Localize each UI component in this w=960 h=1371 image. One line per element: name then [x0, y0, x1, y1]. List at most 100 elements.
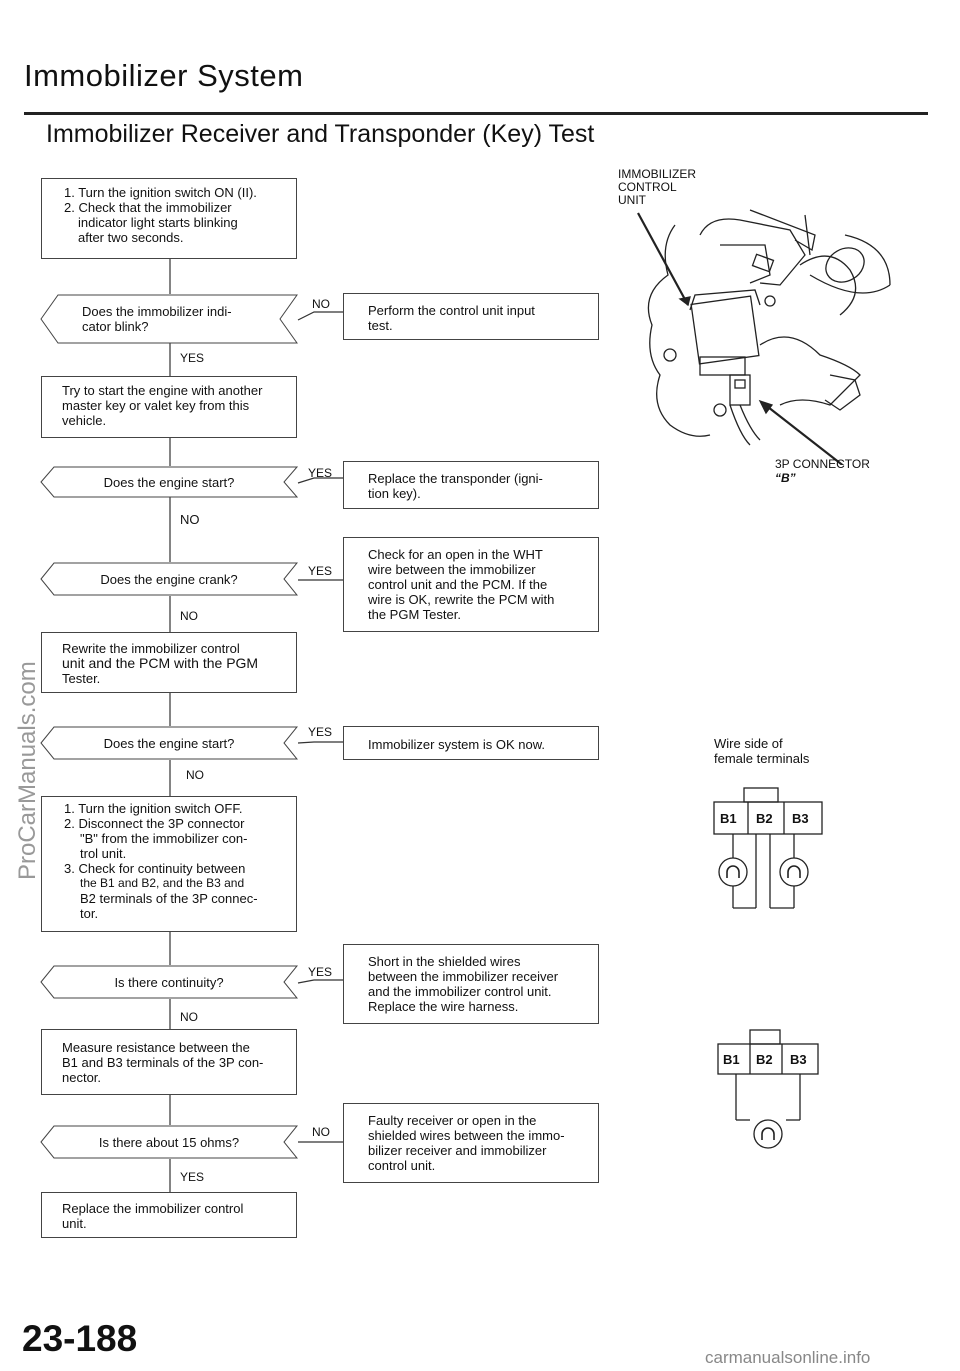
q2-no-label: NO	[180, 512, 200, 527]
step-3-line: unit and the PCM with the PGM	[62, 655, 259, 671]
result-line: Replace the transponder (igni-	[368, 471, 543, 486]
question-4: Does the engine start?	[40, 726, 298, 760]
step-2-line: vehicle.	[62, 413, 107, 428]
step-3-box: Rewrite the immobilizer control unit and…	[41, 632, 297, 693]
question-3-text: Does the engine crank?	[100, 572, 238, 587]
side-watermark: ProCarManuals.com	[14, 661, 41, 880]
step-4-line: "B" from the immobilizer con-	[80, 831, 248, 846]
continuity-diagram: B1 B2 B3	[713, 787, 823, 909]
question-5: Is there continuity?	[40, 965, 298, 999]
terminal-b1: B1	[723, 1052, 740, 1067]
result-line: control unit.	[368, 1158, 436, 1173]
result-line: test.	[368, 318, 393, 333]
terminal-b3: B3	[792, 811, 809, 826]
q4-yes-result-box: Immobilizer system is OK now.	[343, 726, 599, 760]
wire-side-line: female terminals	[714, 751, 810, 766]
q5-yes-result-box: Short in the shielded wires between the …	[343, 944, 599, 1024]
step-3-line: Tester.	[62, 671, 101, 686]
result-line: Immobilizer system is OK now.	[368, 737, 545, 752]
step-1-box: 1. Turn the ignition switch ON (II). 2. …	[41, 178, 297, 259]
q2-yes-result-box: Replace the transponder (igni- tion key)…	[343, 461, 599, 509]
result-line: wire between the immobilizer	[368, 562, 536, 577]
step-2-line: Try to start the engine with another	[62, 383, 263, 398]
step-4-box: 1. Turn the ignition switch OFF. 2. Disc…	[41, 796, 297, 932]
page-title: Immobilizer System	[24, 58, 304, 93]
q3-yes-result-box: Check for an open in the WHT wire betwee…	[343, 537, 599, 632]
result-line: wire is OK, rewrite the PCM with	[368, 592, 555, 607]
step-4-line: tor.	[80, 906, 99, 921]
result-line: the PGM Tester.	[368, 607, 461, 622]
unit-label-line: IMMOBILIZER	[618, 167, 697, 181]
question-4-text: Does the engine start?	[103, 736, 235, 751]
step-6-line: unit.	[62, 1216, 87, 1231]
terminal-b3: B3	[790, 1052, 807, 1067]
wire-side-line: Wire side of	[714, 736, 783, 751]
result-line: and the immobilizer control unit.	[368, 984, 552, 999]
connector-label-text: 3P CONNECTOR	[775, 457, 870, 471]
connector-label: 3P CONNECTOR “B”	[775, 457, 870, 485]
step-5-line: B1 and B3 terminals of the 3P con-	[62, 1055, 264, 1070]
step-4-line: trol unit.	[80, 846, 127, 861]
result-line: Perform the control unit input	[368, 303, 535, 318]
unit-label: IMMOBILIZER CONTROL UNIT	[618, 168, 696, 207]
resistance-diagram: B1 B2 B3	[717, 1029, 819, 1149]
unit-label-line: UNIT	[618, 193, 646, 207]
question-1-text: cator blink?	[82, 319, 149, 334]
step-6-box: Replace the immobilizer control unit.	[41, 1192, 297, 1238]
question-1-text: Does the immobilizer indi-	[82, 304, 232, 319]
step-4-line: the B1 and B2, and the B3 and	[80, 876, 245, 890]
step-5-line: nector.	[62, 1070, 102, 1085]
step-5-line: Measure resistance between the	[62, 1040, 250, 1055]
q2-yes-label: YES	[308, 466, 333, 480]
question-6: Is there about 15 ohms?	[40, 1125, 298, 1159]
q5-no-label: NO	[180, 1010, 198, 1024]
question-2-text: Does the engine start?	[103, 475, 235, 490]
step-4-line: 1. Turn the ignition switch OFF.	[64, 801, 243, 816]
step-1-line: 1. Turn the ignition switch ON (II).	[64, 185, 257, 200]
terminal-b2: B2	[756, 1052, 773, 1067]
step-1-line: 2. Check that the immobilizer	[64, 200, 232, 215]
result-line: Replace the wire harness.	[368, 999, 519, 1014]
result-line: between the immobilizer receiver	[368, 969, 559, 984]
q1-yes-label: YES	[180, 351, 205, 365]
unit-label-line: CONTROL	[618, 180, 677, 194]
q5-yes-label: YES	[308, 965, 333, 979]
result-line: tion key).	[368, 486, 421, 501]
wire-side-label: Wire side of female terminals	[714, 736, 809, 766]
result-line: bilizer receiver and immobilizer	[368, 1143, 547, 1158]
result-line: control unit and the PCM. If the	[368, 577, 548, 592]
q3-yes-label: YES	[308, 564, 333, 578]
step-4-line: 3. Check for continuity between	[64, 861, 246, 876]
question-3: Does the engine crank?	[40, 562, 298, 596]
connector-id: “B”	[775, 471, 796, 485]
q3-no-label: NO	[180, 609, 198, 623]
question-5-text: Is there continuity?	[114, 975, 224, 990]
step-6-line: Replace the immobilizer control	[62, 1201, 244, 1216]
q6-no-result-box: Faulty receiver or open in the shielded …	[343, 1103, 599, 1183]
step-4-line: B2 terminals of the 3P connec-	[80, 891, 258, 906]
step-3-line: Rewrite the immobilizer control	[62, 641, 240, 656]
step-4-line: 2. Disconnect the 3P connector	[64, 816, 245, 831]
terminal-b2: B2	[756, 811, 773, 826]
step-1-line: after two seconds.	[78, 230, 184, 245]
step-1-line: indicator light starts blinking	[78, 215, 238, 230]
result-line: shielded wires between the immo-	[368, 1128, 565, 1143]
question-2: Does the engine start?	[40, 466, 298, 498]
q4-no-label: NO	[186, 768, 204, 782]
terminal-b1: B1	[720, 811, 737, 826]
step-5-box: Measure resistance between the B1 and B3…	[41, 1029, 297, 1095]
control-unit-illustration	[637, 209, 891, 465]
q4-yes-label: YES	[308, 725, 333, 739]
page-number: 23-188	[22, 1318, 138, 1359]
q1-no-label: NO	[312, 297, 330, 311]
q6-no-label: NO	[312, 1125, 330, 1139]
step-2-line: master key or valet key from this	[62, 398, 250, 413]
title-rule	[24, 112, 928, 115]
result-line: Check for an open in the WHT	[368, 547, 543, 562]
section-subtitle: Immobilizer Receiver and Transponder (Ke…	[46, 120, 595, 148]
result-line: Short in the shielded wires	[368, 954, 521, 969]
q6-yes-label: YES	[180, 1170, 205, 1184]
question-6-text: Is there about 15 ohms?	[98, 1135, 240, 1150]
q1-no-result-box: Perform the control unit input test.	[343, 293, 599, 340]
